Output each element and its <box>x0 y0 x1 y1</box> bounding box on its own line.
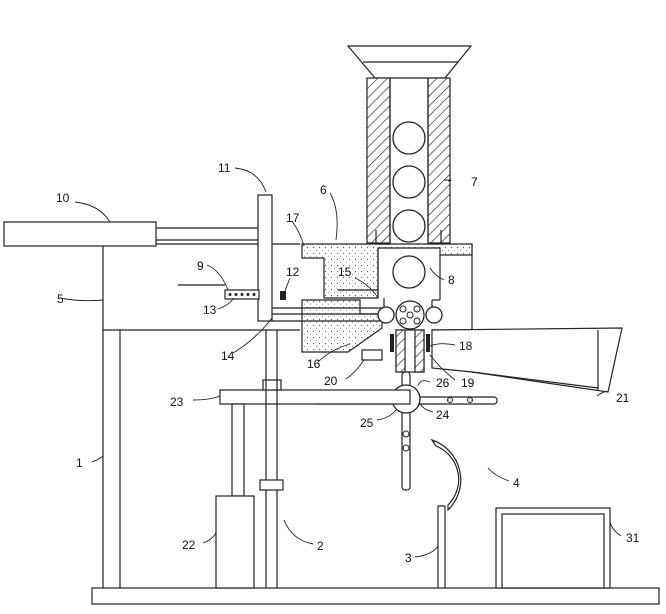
collection-bin <box>495 507 611 589</box>
base-plate <box>91 587 660 605</box>
pusher-arm <box>3 221 258 247</box>
callout-5: 5 <box>57 292 64 306</box>
motor <box>215 495 255 589</box>
callout-13: 13 <box>203 303 217 317</box>
callout-18: 18 <box>459 339 473 353</box>
callout-16: 16 <box>307 357 321 371</box>
housing <box>301 243 473 299</box>
connector <box>280 291 286 300</box>
callout-17: 17 <box>286 211 300 225</box>
callout-15: 15 <box>338 265 352 279</box>
bracket <box>361 349 383 361</box>
collector <box>437 505 446 588</box>
callout-12: 12 <box>286 265 300 279</box>
callout-10: 10 <box>56 191 70 205</box>
chute <box>431 327 623 393</box>
callout-25: 25 <box>360 416 374 430</box>
callout-21: 21 <box>616 391 630 405</box>
push-rod <box>272 307 384 322</box>
callout-3: 3 <box>405 551 412 565</box>
guide-cup <box>430 438 462 512</box>
feed-tube-left-wall <box>366 77 391 244</box>
spring <box>224 289 260 300</box>
balls <box>392 121 426 289</box>
feed-tube-right-wall <box>427 77 451 244</box>
callout-4: 4 <box>513 476 520 490</box>
callout-19: 19 <box>461 376 475 390</box>
leader-lines <box>59 167 622 558</box>
callout-6: 6 <box>320 183 327 197</box>
callout-labels: 1 2 3 4 5 6 7 8 9 10 11 12 13 14 15 16 1… <box>56 161 640 565</box>
callout-11: 11 <box>218 161 231 175</box>
callout-31: 31 <box>626 531 640 545</box>
callout-8: 8 <box>448 273 455 287</box>
callout-7: 7 <box>471 175 478 189</box>
callout-22: 22 <box>182 538 196 552</box>
tube-clamps <box>375 230 442 245</box>
lift-post <box>219 330 411 588</box>
push-plate <box>257 194 273 322</box>
callout-1: 1 <box>76 456 83 470</box>
callout-20: 20 <box>324 374 338 388</box>
gear <box>377 300 443 330</box>
callout-24: 24 <box>436 408 450 422</box>
callout-26: 26 <box>436 376 450 390</box>
frame <box>102 243 473 588</box>
callout-9: 9 <box>197 259 204 273</box>
outlet-nozzle <box>390 329 430 373</box>
callout-23: 23 <box>170 395 184 409</box>
callout-2: 2 <box>317 539 324 553</box>
callout-14: 14 <box>221 349 235 363</box>
